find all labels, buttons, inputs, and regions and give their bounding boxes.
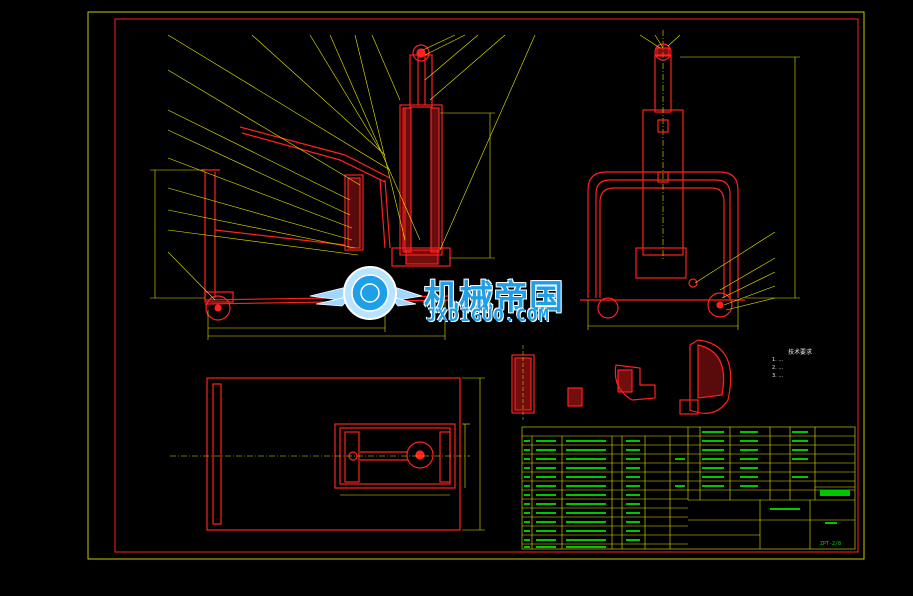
front-view	[202, 44, 451, 321]
tech-requirements-title: 技术要求	[788, 349, 813, 356]
front-view-dimensions	[150, 112, 495, 340]
tech-requirement-2: 2. ...	[772, 365, 784, 371]
tech-requirement-3: 3. ...	[772, 373, 784, 379]
part-leader-lines	[167, 34, 536, 301]
watermark-url: JXDIGUO.COM	[426, 306, 550, 326]
parts-list-table	[521, 426, 856, 550]
plan-view-dimensions	[170, 377, 485, 531]
parts-list-entries	[524, 431, 850, 548]
tech-requirement-1: 1. ...	[772, 357, 784, 363]
side-view	[580, 30, 745, 319]
section-details	[511, 339, 732, 420]
watermark-logo	[309, 266, 423, 320]
plan-view	[206, 377, 461, 531]
sheet-outer-border	[87, 11, 865, 560]
sheet-inner-border	[114, 18, 859, 553]
side-view-dimensions	[587, 34, 800, 330]
watermark-brand-text: 机械帝国	[424, 278, 564, 318]
drawing-number: ZPT-2/8	[820, 541, 842, 547]
